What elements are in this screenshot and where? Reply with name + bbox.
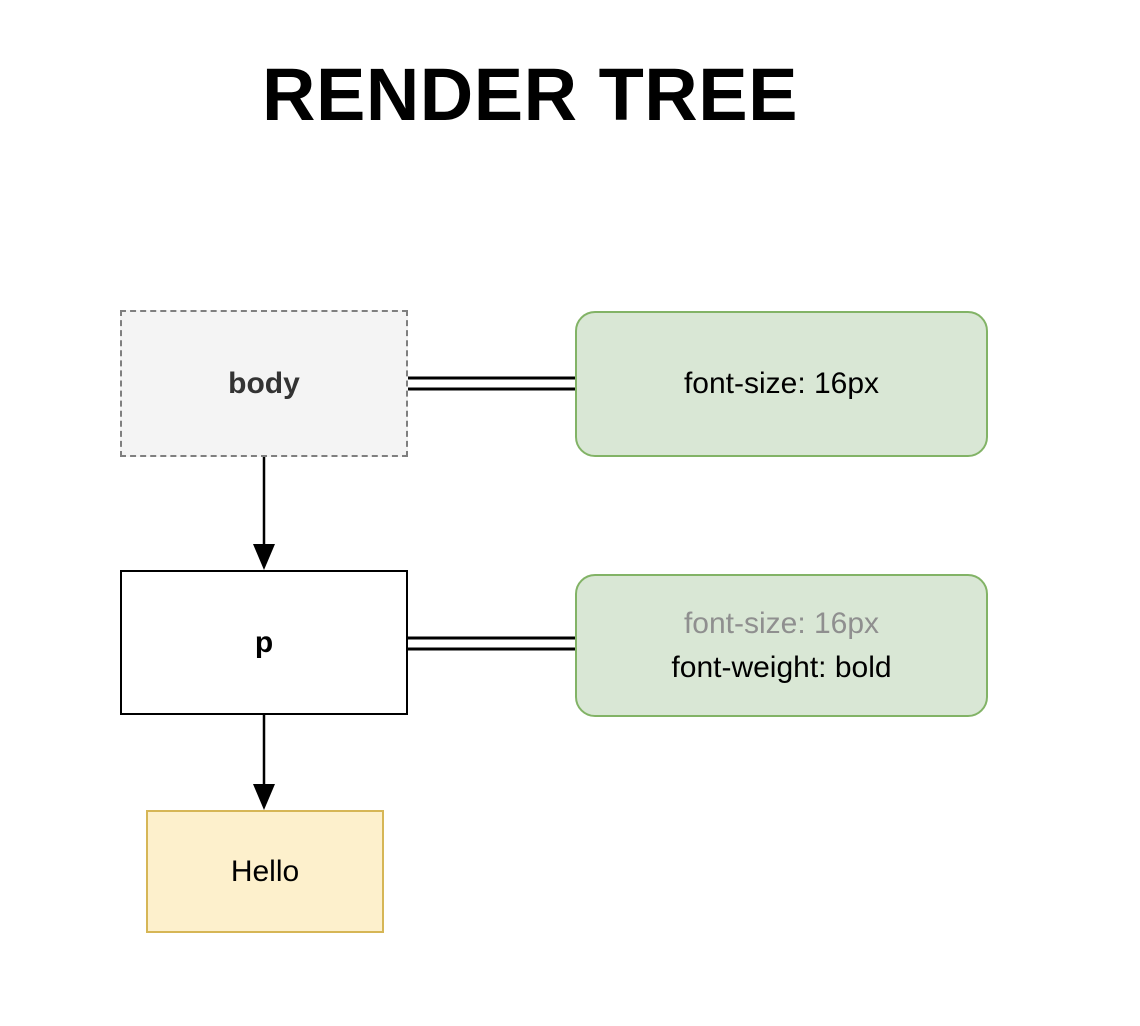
style-rules-body[interactable]: font-size: 16px (575, 311, 988, 457)
style-declaration-inherited: font-size: 16px (683, 607, 880, 640)
style-declaration: font-weight: bold (671, 650, 892, 684)
node-text-hello[interactable]: Hello (146, 810, 384, 933)
node-text-hello-label: Hello (230, 854, 300, 888)
node-p-label: p (254, 625, 274, 659)
page-title: RENDER TREE (262, 53, 798, 136)
node-p[interactable]: p (120, 570, 408, 715)
style-declaration: font-size: 16px (683, 367, 880, 401)
node-body-label: body (228, 366, 300, 400)
node-body[interactable]: body (120, 310, 408, 457)
style-rules-p[interactable]: font-size: 16px font-weight: bold (575, 574, 988, 717)
